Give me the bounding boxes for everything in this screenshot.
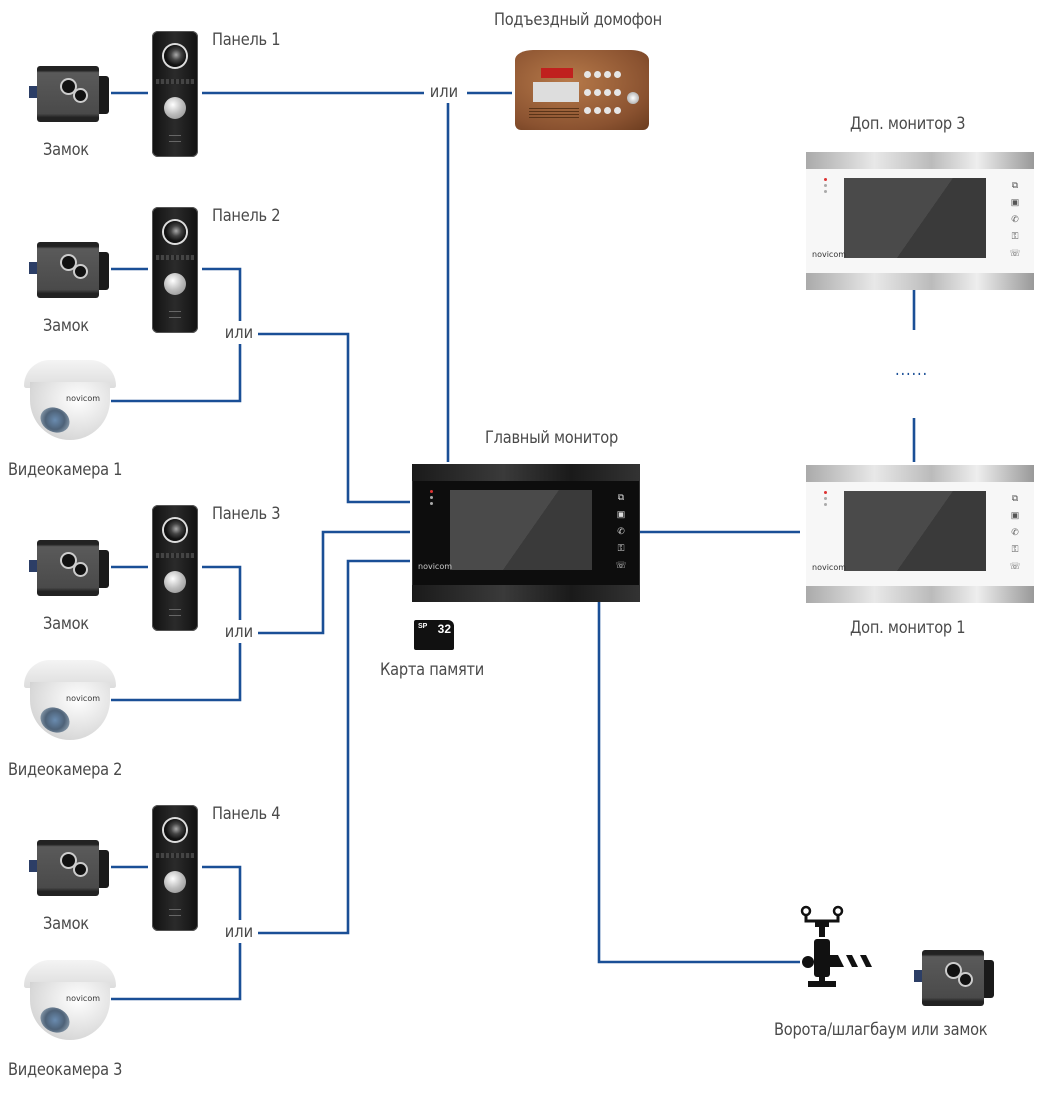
or-label: или	[428, 82, 460, 102]
wire-panel2-ili	[202, 267, 242, 321]
dome-camera-2: novicom	[24, 660, 116, 740]
door-panel-4	[152, 805, 198, 931]
door-panel-1	[152, 31, 198, 157]
door-panel-2	[152, 207, 198, 333]
lock-label: Замок	[43, 614, 89, 634]
hangup-icon: ☏	[615, 560, 627, 570]
monitor-icon: ▣	[1010, 197, 1020, 207]
key-icon: ⚿	[1011, 544, 1019, 554]
lock-device	[27, 540, 109, 596]
wire-ili3-mainmonitor	[258, 530, 410, 635]
or-label: или	[223, 922, 255, 942]
dome-camera-1: novicom	[24, 360, 116, 440]
camera-label: Видеокамера 1	[8, 460, 123, 480]
panel-label: Панель 2	[212, 206, 281, 226]
memory-card-label: Карта памяти	[380, 660, 485, 680]
camera-label: Видеокамера 3	[8, 1060, 123, 1080]
wire-panel4-ili	[202, 865, 242, 920]
panel-label: Панель 4	[212, 804, 281, 824]
panel-label: Панель 3	[212, 504, 281, 524]
extra-monitor-label: Доп. монитор 1	[850, 618, 966, 638]
wire-main-gate	[597, 602, 800, 964]
gate-lock-device	[912, 950, 994, 1006]
switch-screen-icon: ⧉	[1011, 180, 1019, 190]
switch-screen-icon: ⧉	[617, 492, 625, 502]
panel-label: Панель 1	[212, 30, 281, 50]
wire-cam1-ili	[111, 344, 242, 403]
hangup-icon: ☏	[1009, 248, 1021, 258]
monitor-screen	[450, 490, 592, 570]
or-label: или	[223, 323, 255, 343]
key-icon	[627, 92, 639, 104]
lock-label: Замок	[43, 914, 89, 934]
dome-camera-3: novicom	[24, 960, 116, 1040]
camera-label: Видеокамера 2	[8, 760, 123, 780]
lock-device	[27, 242, 109, 298]
main-monitor-label: Главный монитор	[485, 428, 619, 448]
extra-monitor-3: novicom ⧉ ▣ ✆ ⚿ ☏	[806, 152, 1034, 290]
wire-cam3-ili	[111, 943, 242, 1001]
wire-panel3-ili	[202, 565, 242, 620]
extra-monitor-label: Доп. монитор 3	[850, 114, 966, 134]
monitor-icon: ▣	[616, 509, 626, 519]
switch-screen-icon: ⧉	[1011, 493, 1019, 503]
wire-cam2-ili	[111, 643, 242, 702]
key-icon: ⚿	[617, 543, 625, 553]
intercom-label: Подъездный домофон	[494, 10, 662, 30]
phone-icon: ✆	[1011, 527, 1019, 537]
gate-label: Ворота/шлагбаум или замок	[774, 1020, 988, 1040]
wire-ili2-mainmonitor	[258, 332, 410, 504]
main-monitor: novicom ⧉ ▣ ✆ ⚿ ☏	[412, 464, 640, 602]
building-intercom	[515, 50, 649, 130]
phone-icon: ✆	[617, 526, 625, 536]
more-monitors-ellipsis: ......	[895, 360, 929, 380]
phone-icon: ✆	[1011, 214, 1019, 224]
or-label: или	[223, 622, 255, 642]
hangup-icon: ☏	[1009, 561, 1021, 571]
lock-label: Замок	[43, 140, 89, 160]
wire-ili4-mainmonitor	[258, 559, 410, 935]
barrier-gate-icon	[800, 905, 872, 987]
lock-label: Замок	[43, 316, 89, 336]
door-panel-3	[152, 505, 198, 631]
monitor-icon: ▣	[1010, 510, 1020, 520]
extra-monitor-1: novicom ⧉ ▣ ✆ ⚿ ☏	[806, 465, 1034, 603]
key-icon: ⚿	[1011, 231, 1019, 241]
lock-device	[27, 66, 109, 122]
lock-device	[27, 840, 109, 896]
